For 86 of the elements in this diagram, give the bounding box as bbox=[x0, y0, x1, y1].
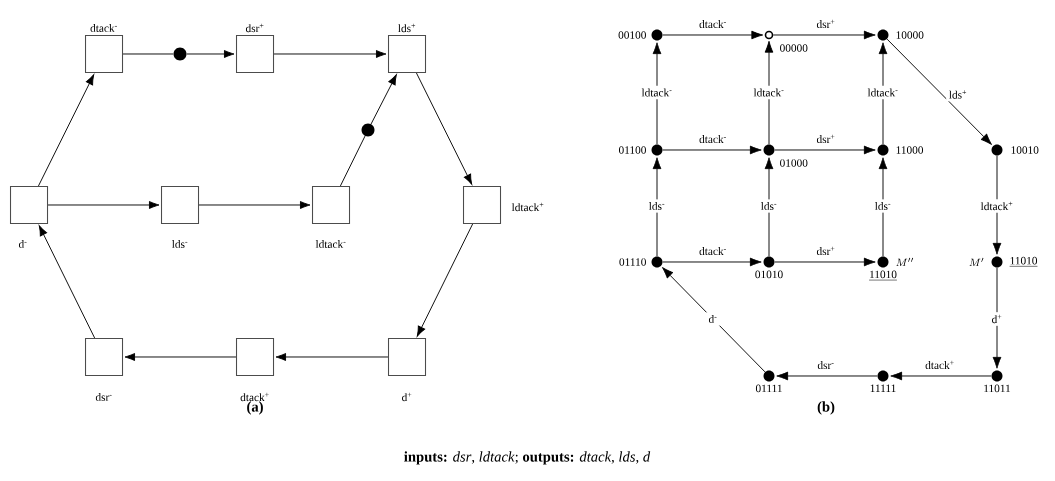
state-label: $M''$ bbox=[896, 257, 914, 267]
state-label: 01111 bbox=[755, 384, 782, 393]
arrow bbox=[992, 267, 1002, 369]
arrow bbox=[662, 30, 764, 40]
edge-label: dtack$^{-}$ bbox=[699, 135, 726, 144]
edge-label: dsr$^{+}$ bbox=[816, 134, 835, 144]
edge-label: lds$^{+}$ bbox=[946, 87, 970, 102]
transition-box bbox=[9, 185, 49, 225]
arrow bbox=[47, 201, 160, 209]
transition-box bbox=[235, 34, 275, 74]
transition-box bbox=[462, 185, 502, 225]
state-label: 01100 bbox=[619, 146, 646, 154]
arrow bbox=[662, 145, 762, 155]
edge-label: d$^{-}$ bbox=[705, 312, 721, 326]
edge-label: dsr$^{+}$ bbox=[816, 19, 835, 29]
state-label: 11010 bbox=[1009, 256, 1038, 267]
edge-label: ldtack$^{-}$ bbox=[864, 85, 902, 100]
arrow bbox=[38, 225, 96, 339]
transition-box bbox=[235, 337, 275, 377]
arrow bbox=[774, 257, 876, 267]
arrow bbox=[776, 371, 878, 381]
state-label: 01000 bbox=[780, 159, 808, 167]
edge-label: lds$^{-}$ bbox=[872, 199, 894, 213]
state-label: 10010 bbox=[1011, 146, 1039, 154]
transition-label: lds$^{+}$ bbox=[398, 23, 416, 33]
arrow bbox=[878, 42, 888, 145]
edge-label: ldtack$^{-}$ bbox=[750, 85, 788, 100]
edge-label: dtack$^{-}$ bbox=[699, 20, 726, 29]
transition-label: ldtack$^{+}$ bbox=[511, 202, 544, 212]
arrow bbox=[662, 267, 766, 373]
arrow bbox=[992, 155, 1002, 255]
panel-label: (b) bbox=[817, 401, 835, 415]
transition-label: lds$^{-}$ bbox=[172, 240, 188, 248]
edge-label: dsr$^{-}$ bbox=[817, 361, 834, 370]
arrow bbox=[273, 50, 387, 58]
transition-label: dsr$^{+}$ bbox=[245, 23, 264, 33]
transition-label: d$^{-}$ bbox=[18, 240, 27, 248]
transition-box bbox=[311, 185, 351, 225]
arrow bbox=[416, 72, 473, 185]
edge-label: ldtack$^{-}$ bbox=[638, 85, 676, 100]
state-label: 00100 bbox=[618, 31, 646, 39]
arrow bbox=[764, 157, 774, 257]
edge-label: dsr$^{+}$ bbox=[816, 246, 835, 256]
arrow bbox=[890, 371, 992, 381]
transition-box bbox=[160, 185, 200, 225]
edge-label: ldtack$^{+}$ bbox=[977, 199, 1017, 213]
arrow bbox=[878, 157, 888, 257]
state-label: 11000 bbox=[896, 146, 924, 154]
arrow bbox=[370, 74, 397, 125]
caption: inputs: dsr, ldtack; outputs: dtack, lds, d bbox=[404, 451, 651, 465]
state-label: 11011 bbox=[984, 384, 1011, 393]
transition-box bbox=[85, 337, 124, 377]
transition-label: dtack$^{+}$ bbox=[240, 392, 269, 402]
edge-label: lds$^{-}$ bbox=[646, 199, 668, 213]
transition-label: dsr$^{-}$ bbox=[95, 393, 112, 401]
edge-label: dtack$^{-}$ bbox=[699, 247, 726, 256]
state-label: 01110 bbox=[619, 258, 646, 266]
edge-label: d$^{+}$ bbox=[988, 312, 1006, 326]
arrow bbox=[772, 30, 876, 40]
arrow bbox=[198, 201, 311, 209]
arrow bbox=[416, 223, 474, 337]
edge-label: lds$^{-}$ bbox=[758, 199, 780, 213]
state-label: 00000 bbox=[780, 44, 808, 52]
edge-label: dtack$^{+}$ bbox=[925, 360, 954, 370]
state-label: $M'$ bbox=[969, 257, 984, 267]
arrow bbox=[38, 74, 95, 187]
arrow bbox=[764, 40, 774, 145]
state-label: 01010 bbox=[755, 270, 783, 279]
state-label: 11111 bbox=[870, 384, 896, 393]
transition-label: ldtack$^{-}$ bbox=[315, 240, 346, 248]
arrow bbox=[275, 353, 389, 361]
panel-label: (a) bbox=[247, 401, 263, 415]
arrow bbox=[662, 257, 762, 267]
transition-label: dtack$^{-}$ bbox=[90, 24, 117, 32]
state-label: 10000 bbox=[896, 31, 924, 39]
transition-box bbox=[387, 337, 427, 377]
arrow bbox=[652, 42, 662, 145]
arrow bbox=[886, 38, 992, 145]
arrow bbox=[652, 157, 662, 257]
state-label: 11010 bbox=[868, 270, 898, 281]
transition-box bbox=[85, 34, 124, 74]
arrow bbox=[774, 145, 876, 155]
transition-label: d$^{+}$ bbox=[402, 392, 412, 402]
transition-box bbox=[387, 34, 427, 74]
arrow bbox=[124, 353, 237, 361]
arrow bbox=[186, 50, 235, 58]
